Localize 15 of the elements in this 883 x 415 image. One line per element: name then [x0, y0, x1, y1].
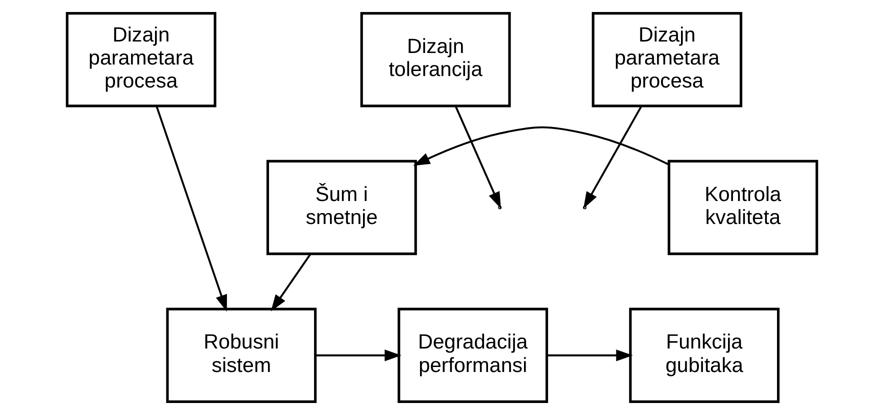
node-box: Šum i smetnje — [266, 160, 416, 256]
node-box: Kontrola kvaliteta — [667, 160, 818, 256]
node-box: Dizajn parametara procesa — [65, 12, 216, 108]
arrow — [582, 106, 642, 209]
arrow — [412, 126, 669, 166]
arrow — [270, 253, 311, 312]
arrow — [454, 106, 500, 209]
arrow — [155, 106, 226, 312]
node-box: Robusni sistem — [166, 308, 316, 403]
node-box: Degradacija performansi — [397, 308, 548, 403]
arrow — [315, 350, 401, 362]
arrow — [546, 350, 632, 362]
node-box: Funkcija gubitaka — [628, 308, 780, 403]
node-box: Dizajn tolerancija — [360, 12, 510, 108]
node-box: Dizajn parametara procesa — [591, 12, 742, 108]
